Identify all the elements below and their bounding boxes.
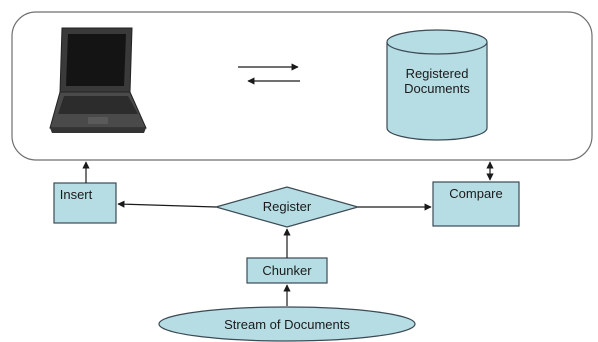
connectors	[82, 161, 494, 306]
register-label: Register	[263, 199, 312, 214]
chunker-label: Chunker	[262, 263, 312, 278]
database-cylinder-icon	[386, 29, 488, 141]
insert-label: Insert	[60, 187, 93, 202]
laptop-icon	[49, 27, 147, 133]
arrow-register-to-insert	[117, 200, 217, 208]
bidirectional-arrows-icon	[238, 63, 300, 85]
insert-box	[53, 182, 117, 224]
compare-box	[432, 181, 520, 227]
compare-label: Compare	[449, 186, 502, 201]
registered-documents-label-line2: Documents	[404, 81, 470, 96]
stream-of-documents-ellipse	[158, 306, 416, 342]
registered-documents-label-line1: Registered	[406, 66, 469, 81]
stream-of-documents-label: Stream of Documents	[224, 317, 350, 332]
